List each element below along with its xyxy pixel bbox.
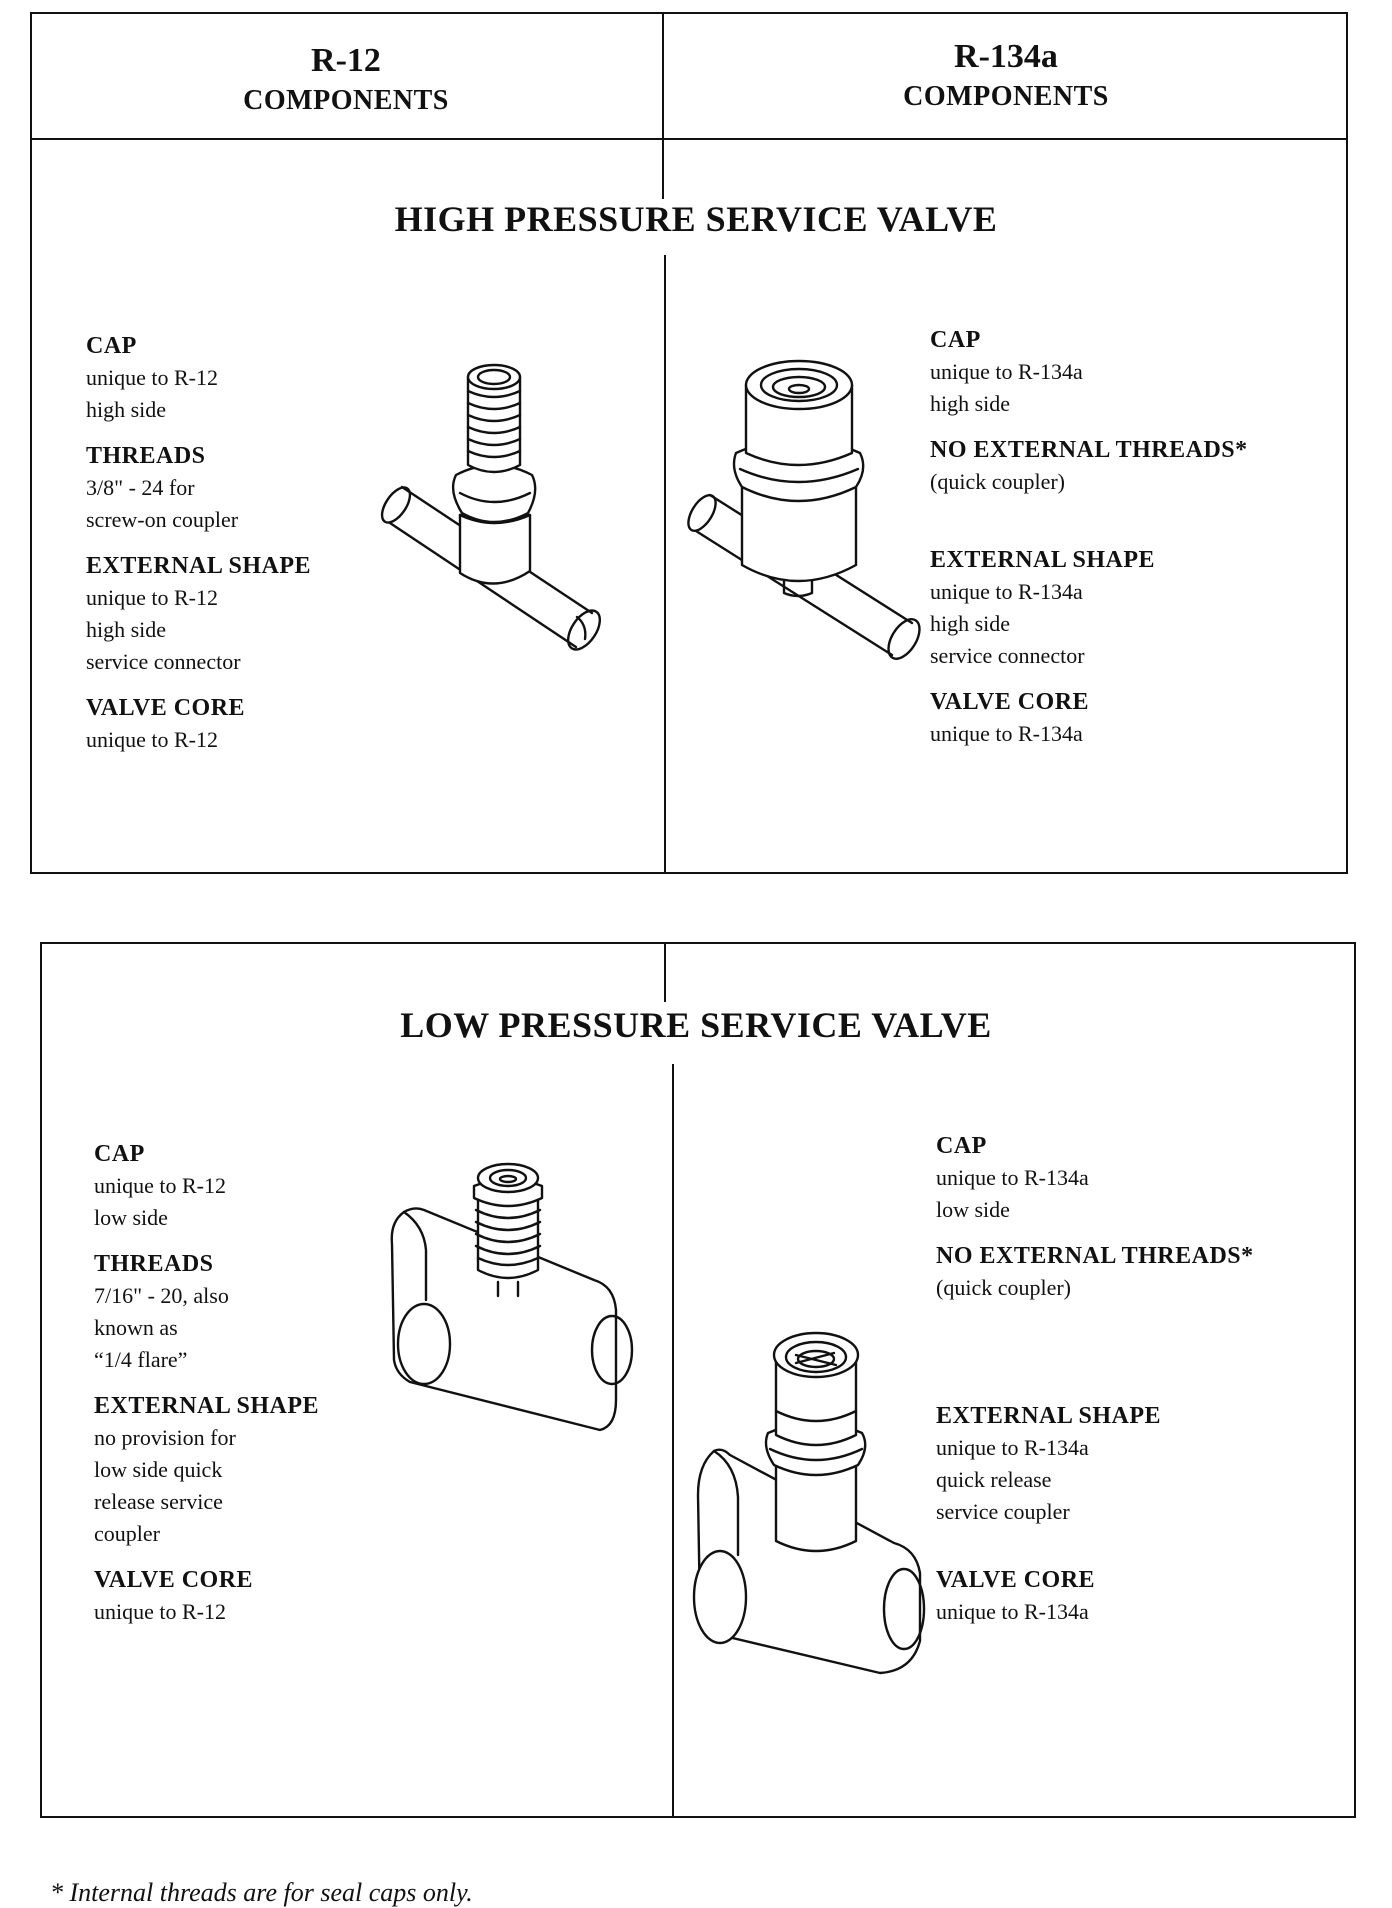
spec-line: unique to R-12 — [94, 1599, 226, 1624]
low-r134a-core: VALVE CORE unique to R-134a — [936, 1564, 1336, 1628]
spec-line: “1/4 flare” — [94, 1347, 188, 1372]
low-r134a-cap: CAP unique to R-134a low side — [936, 1130, 1336, 1226]
r134a-high-side-valve-illustration — [687, 359, 921, 660]
low-r134a-shape: EXTERNAL SHAPE unique to R-134a quick re… — [936, 1400, 1336, 1528]
spec-line: release service — [94, 1489, 223, 1514]
high-r12-threads: THREADS 3/8" - 24 for screw-on coupler — [86, 440, 386, 536]
spec-line: high side — [86, 397, 167, 422]
high-r12-cap: CAP unique to R-12 high side — [86, 330, 386, 426]
spec-heading: THREADS — [94, 1251, 214, 1277]
column-title-r12: R-12 — [311, 42, 381, 79]
spec-line: screw-on coupler — [86, 507, 239, 532]
high-r12-shape: EXTERNAL SHAPE unique to R-12 high side … — [86, 550, 386, 678]
column-divider-low-lower — [672, 1064, 674, 1818]
spec-line: unique to R-12 — [86, 585, 218, 610]
spec-line: (quick coupler) — [930, 469, 1065, 494]
spec-heading: CAP — [930, 327, 981, 353]
high-r134a-specs: CAP unique to R-134a high side NO EXTERN… — [930, 324, 1330, 764]
low-pressure-title-text: LOW PRESSURE SERVICE VALVE — [398, 1005, 994, 1045]
spec-line: low side quick — [94, 1457, 223, 1482]
spec-heading: EXTERNAL SHAPE — [930, 547, 1156, 573]
column-divider-high-lower — [664, 255, 666, 874]
spec-heading: VALVE CORE — [94, 1567, 254, 1593]
spec-heading: CAP — [936, 1133, 987, 1159]
high-r12-core: VALVE CORE unique to R-12 — [86, 692, 386, 756]
spec-heading: EXTERNAL SHAPE — [86, 553, 312, 579]
spec-line: quick release — [936, 1467, 1052, 1492]
spec-line: unique to R-134a — [936, 1435, 1089, 1460]
low-r134a-specs: CAP unique to R-134a low side NO EXTERNA… — [936, 1130, 1336, 1642]
r12-high-side-valve-illustration — [380, 363, 602, 651]
spec-line: unique to R-134a — [930, 579, 1083, 604]
header-divider — [30, 138, 1348, 140]
high-pressure-panel — [30, 12, 1348, 874]
low-r12-shape: EXTERNAL SHAPE no provision for low side… — [94, 1390, 404, 1550]
spec-line: unique to R-134a — [930, 359, 1083, 384]
spec-heading: VALVE CORE — [86, 695, 246, 721]
spec-line: unique to R-12 — [86, 365, 218, 390]
high-r134a-shape: EXTERNAL SHAPE unique to R-134a high sid… — [930, 544, 1330, 672]
spec-line: service coupler — [936, 1499, 1070, 1524]
spec-line: unique to R-12 — [94, 1173, 226, 1198]
spec-line: unique to R-134a — [930, 721, 1083, 746]
spec-line: high side — [930, 391, 1011, 416]
spec-line: service connector — [86, 649, 241, 674]
high-r134a-threads: NO EXTERNAL THREADS* (quick coupler) — [930, 434, 1330, 498]
spec-heading: CAP — [86, 333, 137, 359]
r134a-low-side-valve-illustration — [692, 1331, 926, 1675]
spec-heading: VALVE CORE — [936, 1567, 1096, 1593]
column-subtitle-r12: COMPONENTS — [243, 84, 449, 116]
spec-heading: NO EXTERNAL THREADS* — [936, 1243, 1254, 1269]
spec-line: no provision for — [94, 1425, 236, 1450]
high-pressure-title: HIGH PRESSURE SERVICE VALVE — [0, 198, 1392, 240]
spec-line: low side — [936, 1197, 1010, 1222]
column-divider-header — [662, 12, 664, 202]
r12-low-side-valve-illustration — [390, 1162, 634, 1432]
spec-line: unique to R-134a — [936, 1599, 1089, 1624]
spec-line: known as — [94, 1315, 178, 1340]
spec-line: 3/8" - 24 for — [86, 475, 195, 500]
spec-heading: EXTERNAL SHAPE — [94, 1393, 320, 1419]
spec-line: 7/16" - 20, also — [94, 1283, 229, 1308]
high-pressure-title-text: HIGH PRESSURE SERVICE VALVE — [392, 199, 1000, 239]
column-header-r12: R-12 COMPONENTS — [30, 40, 662, 118]
column-subtitle-r134a: COMPONENTS — [903, 80, 1109, 112]
column-title-r134a: R-134a — [954, 38, 1058, 75]
high-r12-specs: CAP unique to R-12 high side THREADS 3/8… — [86, 330, 386, 770]
spec-line: (quick coupler) — [936, 1275, 1071, 1300]
spec-line: service connector — [930, 643, 1085, 668]
low-pressure-title: LOW PRESSURE SERVICE VALVE — [0, 1004, 1392, 1046]
low-r12-core: VALVE CORE unique to R-12 — [94, 1564, 404, 1628]
low-r12-threads: THREADS 7/16" - 20, also known as “1/4 f… — [94, 1248, 404, 1376]
spec-heading: EXTERNAL SHAPE — [936, 1403, 1162, 1429]
spec-heading: NO EXTERNAL THREADS* — [930, 437, 1248, 463]
spec-line: low side — [94, 1205, 168, 1230]
spec-line: coupler — [94, 1521, 160, 1546]
spec-line: unique to R-134a — [936, 1165, 1089, 1190]
high-r134a-core: VALVE CORE unique to R-134a — [930, 686, 1330, 750]
high-r134a-cap: CAP unique to R-134a high side — [930, 324, 1330, 420]
footnote: * Internal threads are for seal caps onl… — [50, 1878, 473, 1907]
low-r12-specs: CAP unique to R-12 low side THREADS 7/16… — [94, 1138, 404, 1642]
low-r12-cap: CAP unique to R-12 low side — [94, 1138, 404, 1234]
spec-heading: VALVE CORE — [930, 689, 1090, 715]
spec-line: high side — [86, 617, 167, 642]
spec-line: high side — [930, 611, 1011, 636]
spec-line: unique to R-12 — [86, 727, 218, 752]
column-divider-low-upper — [664, 942, 666, 1002]
spec-heading: CAP — [94, 1141, 145, 1167]
column-header-r134a: R-134a COMPONENTS — [664, 36, 1348, 114]
spec-heading: THREADS — [86, 443, 206, 469]
low-r134a-threads: NO EXTERNAL THREADS* (quick coupler) — [936, 1240, 1336, 1304]
low-pressure-panel — [40, 942, 1356, 1818]
